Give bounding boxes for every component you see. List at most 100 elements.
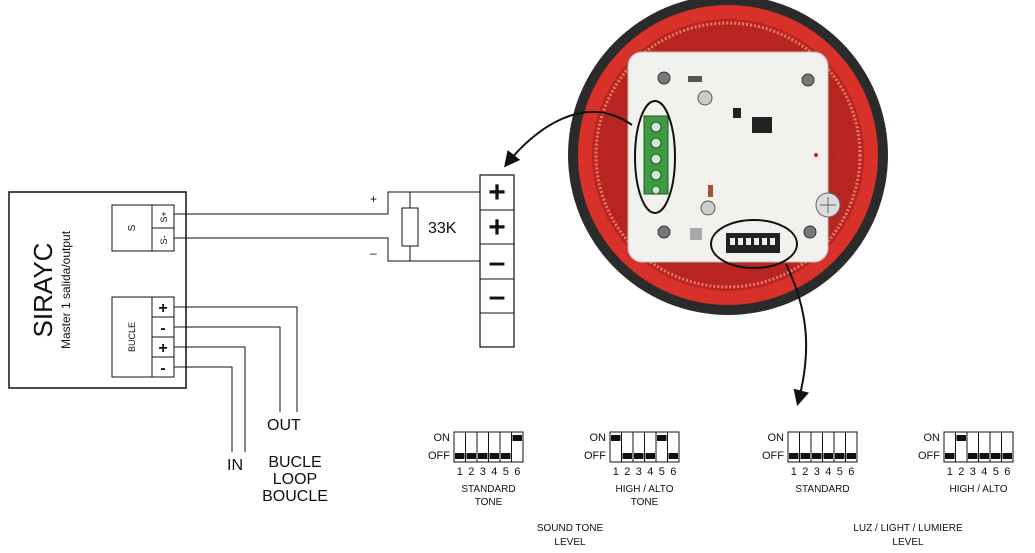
dip-switch-lever-off xyxy=(622,453,632,459)
dip-setting-caption: TONE xyxy=(475,497,503,508)
device-pcb xyxy=(627,51,829,263)
polarity-plus-label: + xyxy=(370,192,377,206)
dip-switch-lever-on xyxy=(611,435,621,441)
out-label: OUT xyxy=(267,417,301,434)
terminal-1: + xyxy=(488,176,506,209)
wire-bucle-in-1 xyxy=(174,346,246,452)
terminal-block: + + – – xyxy=(479,174,515,348)
dip-switch-number: 2 xyxy=(624,466,630,478)
light-group-label-2: LEVEL xyxy=(892,537,924,548)
dip-switch-number: 1 xyxy=(947,466,953,478)
dip-switch-number: 1 xyxy=(791,466,797,478)
dip-switch-lever-off xyxy=(455,453,465,459)
dip-switch-lever-off xyxy=(800,453,810,459)
dip-switch-number: 4 xyxy=(981,466,987,478)
loop-label-3: BOUCLE xyxy=(262,488,328,505)
dip-switch-lever-off xyxy=(668,453,678,459)
dip-on-label: ON xyxy=(434,432,451,444)
dip-setting-caption: STANDARD xyxy=(795,484,849,495)
dip-on-label: ON xyxy=(924,432,941,444)
bucle-terminal-3: + xyxy=(158,340,167,357)
polarity-minus-label: – xyxy=(370,246,377,260)
in-label: IN xyxy=(227,457,243,474)
dip-switch-lever-on xyxy=(512,435,522,441)
dip-setting-caption: HIGH / ALTO xyxy=(616,484,674,495)
dip-switch-cell xyxy=(1001,431,1014,463)
arrow-to-terminal-block xyxy=(504,111,633,168)
dip-switch-lever-off xyxy=(645,453,655,459)
master-name: SIRAYC xyxy=(28,243,58,338)
device-board-illustration xyxy=(568,0,888,315)
dip-setting-caption: STANDARD xyxy=(461,484,515,495)
resistor-33k xyxy=(401,207,419,247)
dip-off-label: OFF xyxy=(428,450,450,462)
bucle-terminal-2: - xyxy=(160,320,165,337)
dip-switch-number: 2 xyxy=(468,466,474,478)
dip-switch-number: 5 xyxy=(837,466,843,478)
master-unit: SIRAYC Master 1 salida/output S S+ S- BU… xyxy=(8,191,187,389)
master-subtitle: Master 1 salida/output xyxy=(59,230,73,349)
dip-switch-number: 5 xyxy=(503,466,509,478)
bucle-module-label: BUCLE xyxy=(127,322,137,352)
dip-switch-lever-off xyxy=(823,453,833,459)
dip-switch-number: 1 xyxy=(457,466,463,478)
dip-off-label: OFF xyxy=(762,450,784,462)
dip-switch-lever-off xyxy=(812,453,822,459)
s-minus-terminal: S- xyxy=(159,235,169,244)
s-plus-terminal: S+ xyxy=(159,211,169,222)
resistor-label: 33K xyxy=(428,220,457,237)
dip-switch-lever-off xyxy=(489,453,499,459)
dip-switch-number: 5 xyxy=(659,466,665,478)
bucle-terminal-4: - xyxy=(160,360,165,377)
dip-switch-lever-on xyxy=(657,435,667,441)
loop-label-1: BUCLE xyxy=(268,454,321,471)
terminal-highlight-ellipse xyxy=(634,100,676,214)
dip-switch-cell xyxy=(845,431,858,463)
dip-switch-number: 4 xyxy=(647,466,653,478)
dip-switch-lever-off xyxy=(789,453,799,459)
dip-switch-lever-off xyxy=(846,453,856,459)
dip-switch-lever-off xyxy=(991,453,1001,459)
dip-switch-number: 6 xyxy=(1004,466,1010,478)
dip-highlight-ellipse xyxy=(710,219,798,269)
dip-switch-lever-off xyxy=(478,453,488,459)
dip-switch-lever-off xyxy=(835,453,845,459)
dip-switch-number: 6 xyxy=(670,466,676,478)
dip-switch-lever-off xyxy=(945,453,955,459)
dip-on-label: ON xyxy=(768,432,785,444)
light-group-label-1: LUZ / LIGHT / LUMIERE xyxy=(853,523,963,534)
dip-switch-lever-off xyxy=(501,453,511,459)
bucle-terminal-1: + xyxy=(158,300,167,317)
arrow-to-dip-settings xyxy=(785,263,810,407)
dip-switch-number: 6 xyxy=(514,466,520,478)
dip-switch-number: 4 xyxy=(491,466,497,478)
wires xyxy=(174,191,481,452)
dip-switch-number: 1 xyxy=(613,466,619,478)
terminal-2: + xyxy=(488,211,506,244)
wire-bucle-in-2 xyxy=(174,366,233,452)
dip-switch-lever-on xyxy=(956,435,966,441)
dip-switch-lever-off xyxy=(1002,453,1012,459)
dip-switch-lever-off xyxy=(634,453,644,459)
s-module-label: S xyxy=(127,224,138,231)
dip-switch-cell xyxy=(667,431,680,463)
dip-switch-number: 2 xyxy=(958,466,964,478)
wire-s-minus xyxy=(174,237,480,262)
terminal-3: – xyxy=(489,246,506,279)
dip-on-label: ON xyxy=(590,432,607,444)
wire-bucle-out-2 xyxy=(174,326,281,412)
wire-bucle-out-1 xyxy=(174,306,298,412)
dip-switch-lever-off xyxy=(979,453,989,459)
dip-switch-number: 5 xyxy=(993,466,999,478)
dip-setting-caption: TONE xyxy=(631,497,659,508)
sound-group-label-1: SOUND TONE xyxy=(537,523,604,534)
loop-label-2: LOOP xyxy=(273,471,317,488)
dip-switch-number: 4 xyxy=(825,466,831,478)
dip-switch-number: 3 xyxy=(636,466,642,478)
dip-switch-number: 3 xyxy=(814,466,820,478)
